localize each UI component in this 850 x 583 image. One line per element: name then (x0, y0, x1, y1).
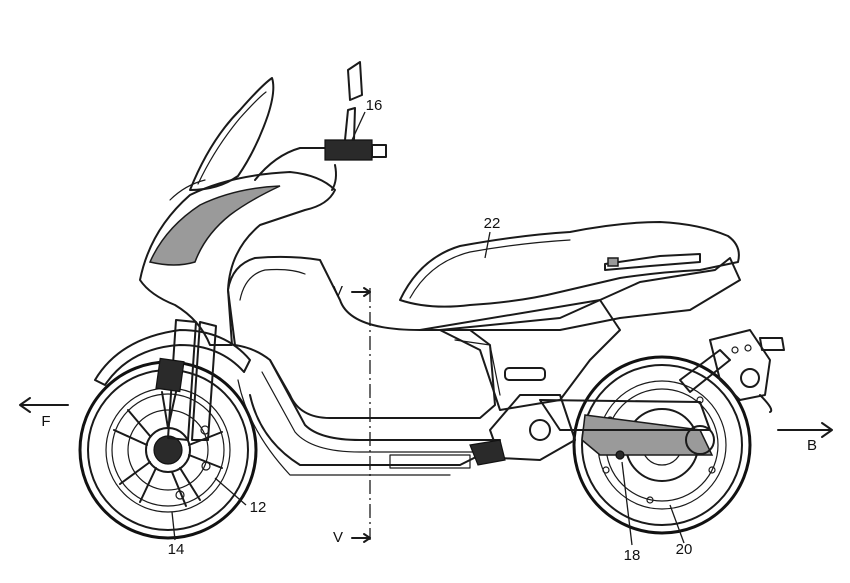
label-20: 20 (676, 541, 693, 558)
label-16: 16 (366, 97, 383, 114)
front-wheel-spokes (113, 391, 223, 507)
leader-line-20 (669, 504, 685, 544)
floor-underside (249, 394, 481, 466)
front-direction-arrow (19, 397, 69, 413)
windshield (189, 77, 275, 191)
leader-line-14 (171, 511, 176, 541)
leader-line-16 (351, 111, 366, 141)
swing-arm (539, 399, 715, 460)
label-direction-back: B (807, 437, 817, 454)
side-panel (419, 257, 741, 331)
label-22: 22 (484, 215, 501, 232)
front-fork (155, 319, 217, 441)
rear-bracket (679, 329, 785, 413)
label-section-v-bottom: V (333, 529, 343, 546)
leader-line-12 (214, 477, 247, 506)
label-direction-front: F (41, 413, 50, 430)
seat (399, 221, 740, 308)
front-cowl (139, 171, 336, 346)
leader-line-18 (621, 461, 633, 546)
label-14: 14 (168, 541, 185, 558)
front-fender (94, 329, 251, 386)
center-frame (389, 299, 621, 469)
back-direction-arrow (777, 422, 833, 438)
label-section-v-top: V (333, 283, 343, 300)
label-18: 18 (624, 547, 641, 564)
leader-line-22 (484, 231, 491, 259)
handlebar (254, 61, 387, 191)
label-12: 12 (250, 499, 267, 516)
